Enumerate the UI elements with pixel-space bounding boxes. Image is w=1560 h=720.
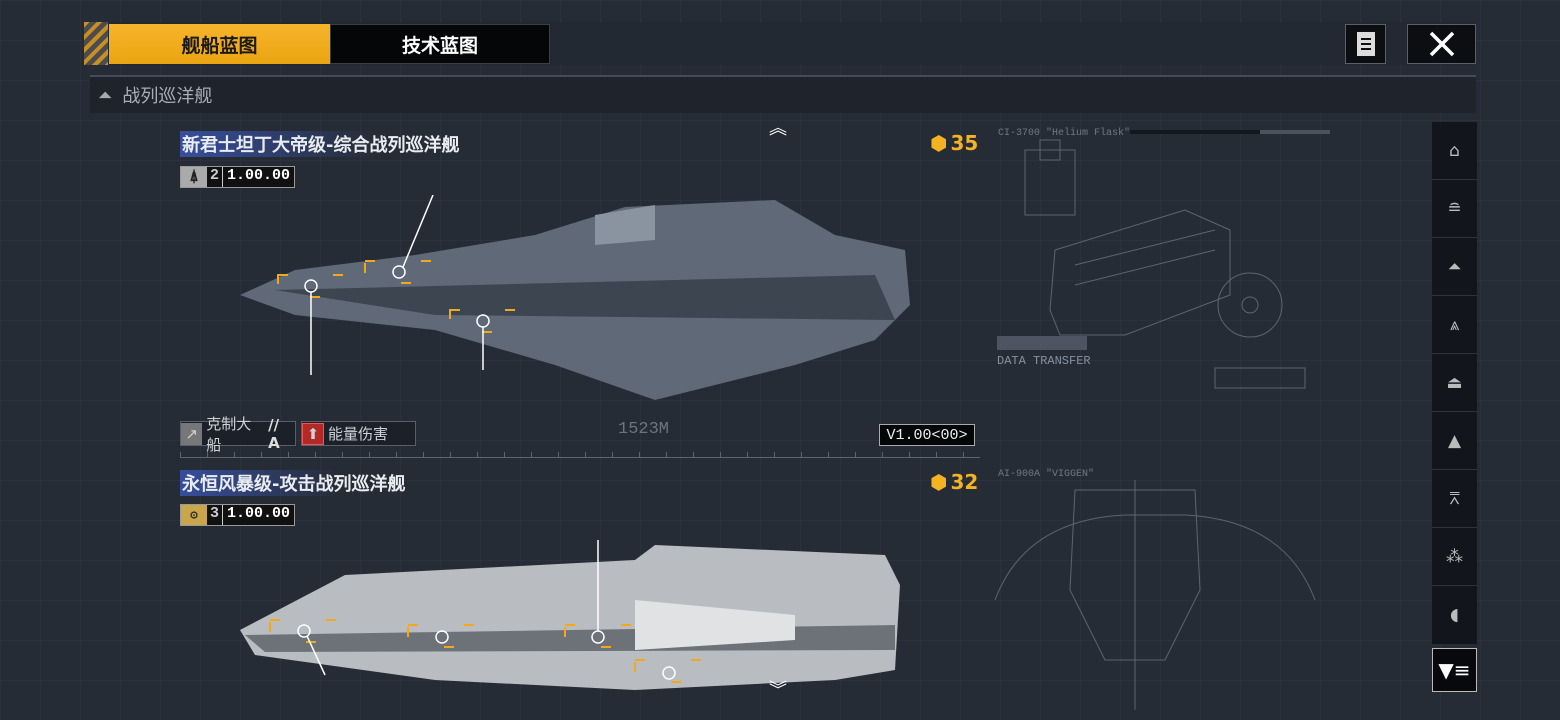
scroll-up-chevron-icon[interactable]: ︽ xyxy=(769,118,787,139)
document-icon xyxy=(1356,32,1375,56)
close-button[interactable] xyxy=(1407,24,1476,64)
ship-type-icon: ⏏ xyxy=(1446,372,1463,393)
counter-icon: ↗ xyxy=(181,422,203,445)
tag-label: 能量伤害 xyxy=(328,425,389,443)
ship-type-icon: ⩞ xyxy=(1449,488,1460,509)
ship-stat-badge: ⍋ 2 1.00.00 xyxy=(180,166,296,188)
scroll-down-chevron-icon[interactable]: ︾ xyxy=(769,680,787,701)
cost-icon: ⬢ xyxy=(930,470,948,494)
fighter-squad-icon: ⁂ xyxy=(1446,546,1463,567)
cost-value: 35 xyxy=(950,131,979,155)
ship-type-icon: ▲ xyxy=(1447,430,1462,451)
ship-value: 1.00.00 xyxy=(227,167,291,184)
ruler-divider xyxy=(180,452,980,458)
tag-counter-large-ships: ↗ 克制大船 // A xyxy=(180,415,296,454)
tag-label: 克制大船 xyxy=(206,414,252,454)
sidebar-item-ship-type-2[interactable]: ≘ xyxy=(1432,180,1477,238)
ship-stat-badge: ⚙ 3 1.00.00 xyxy=(180,504,296,526)
ship-image[interactable] xyxy=(235,540,915,710)
energy-damage-icon: ⬆ xyxy=(302,422,324,445)
blueprint-label: DATA TRANSFER xyxy=(997,354,1091,368)
tab-ship-blueprint[interactable]: 舰船蓝图 xyxy=(109,24,330,64)
sidebar-item-ship-type-1[interactable]: ⌂ xyxy=(1432,122,1477,180)
filter-icon: ▼≡ xyxy=(1438,658,1471,682)
battlecruiser-icon: ⏶ xyxy=(1447,256,1462,277)
ship-length: 1523M xyxy=(618,420,670,439)
carrier-icon: ⌂ xyxy=(1449,140,1460,161)
ship-rank: 3 xyxy=(207,505,224,525)
hazard-stripe xyxy=(84,22,108,65)
document-button[interactable] xyxy=(1345,24,1386,64)
sidebar-item-ship-type-7[interactable]: ⩞ xyxy=(1432,470,1477,528)
ship-name: 新君士坦丁大帝级-综合战列巡洋舰 xyxy=(180,131,462,157)
cost-value: 32 xyxy=(950,470,979,494)
ship-class-icon: ⍋ xyxy=(181,167,207,187)
blueprint-label: AI-900A "VIGGEN" xyxy=(998,469,1095,480)
close-icon xyxy=(1429,31,1454,57)
battlecruiser-icon: ⏶ xyxy=(98,84,113,106)
sidebar-item-battlecruiser[interactable]: ⏶ xyxy=(1432,238,1477,296)
tag-grade: // A xyxy=(268,415,280,452)
tag-energy-damage: ⬆ 能量伤害 xyxy=(301,421,416,446)
cost-icon: ⬢ xyxy=(930,131,948,155)
ship-cost: ⬢35 xyxy=(930,131,978,155)
blueprint-decoration xyxy=(994,130,1330,710)
sidebar-item-ship-type-9[interactable]: ◖ xyxy=(1432,586,1477,644)
filter-button[interactable]: ▼≡ xyxy=(1432,648,1477,692)
category-label: 战列巡洋舰 xyxy=(122,86,213,107)
ship-type-icon: ◖ xyxy=(1450,605,1459,625)
blueprint-label: CI-3700 "Helium Flask" xyxy=(998,128,1131,139)
sidebar-item-ship-type-5[interactable]: ⏏ xyxy=(1432,354,1477,412)
ship-value: 1.00.00 xyxy=(227,505,291,522)
category-header: ⏶ 战列巡洋舰 xyxy=(90,75,1476,113)
sidebar-item-ship-type-4[interactable]: ⩓ xyxy=(1432,296,1477,354)
ship-type-icon: ⩓ xyxy=(1449,314,1460,335)
ship-image[interactable] xyxy=(235,195,915,410)
sidebar-item-ship-type-6[interactable]: ▲ xyxy=(1432,412,1477,470)
sidebar-item-ship-type-8[interactable]: ⁂ xyxy=(1432,528,1477,586)
ship-type-icon: ≘ xyxy=(1447,198,1462,219)
ship-name: 永恒风暴级-攻击战列巡洋舰 xyxy=(180,470,408,496)
ship-version: V1.00<00> xyxy=(879,424,975,446)
tab-tech-blueprint[interactable]: 技术蓝图 xyxy=(330,24,550,64)
ship-cost: ⬢32 xyxy=(930,470,978,494)
ship-class-icon: ⚙ xyxy=(181,505,207,525)
ship-type-filter-sidebar: ⌂ ≘ ⏶ ⩓ ⏏ ▲ ⩞ ⁂ ◖ xyxy=(1432,122,1477,644)
ship-rank: 2 xyxy=(207,167,224,187)
